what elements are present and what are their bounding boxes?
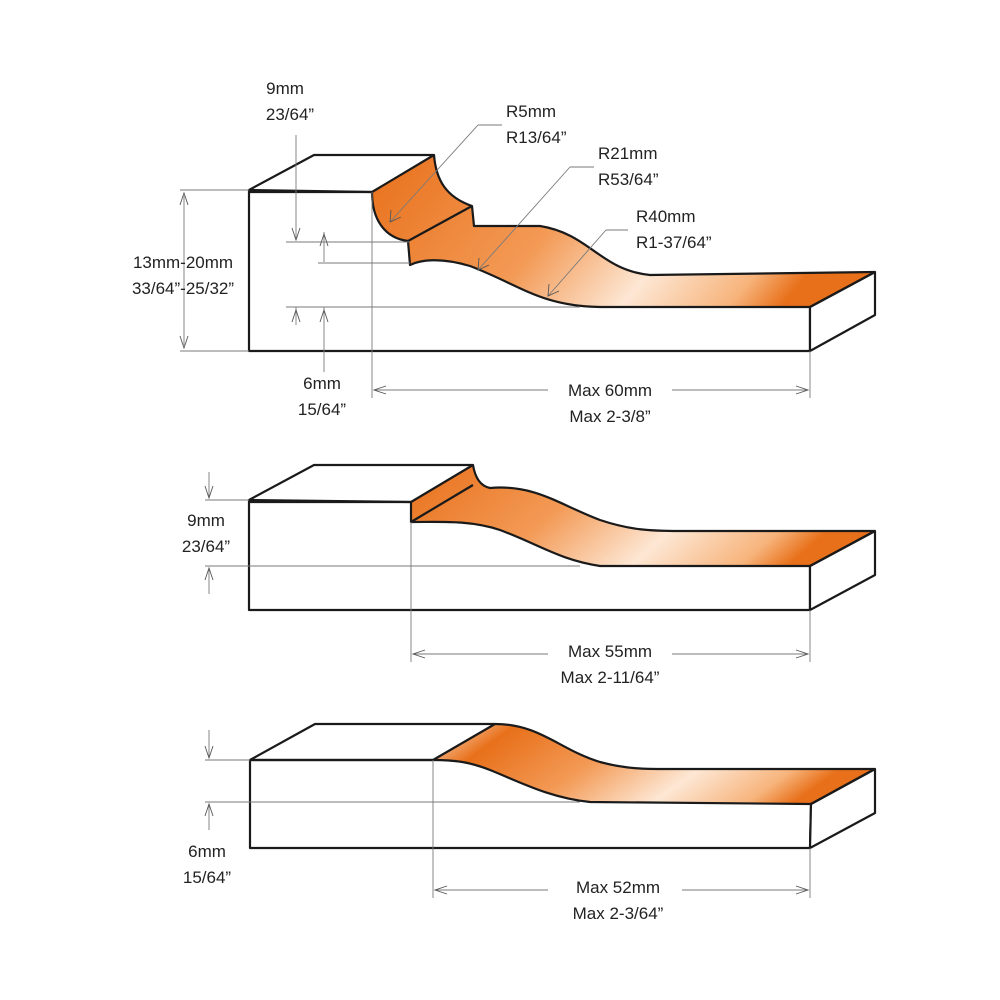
p1-radius-2-mm: R21mm xyxy=(598,144,658,163)
p3-depth-inch: 15/64” xyxy=(183,868,232,887)
p2-width-inch: Max 2-11/64” xyxy=(561,668,660,687)
p1-radius-1-mm: R5mm xyxy=(506,102,556,121)
p1-height-mm: 13mm-20mm xyxy=(133,253,233,272)
profile-3-front-outline xyxy=(248,758,813,850)
profile-2-top-edge xyxy=(471,464,875,533)
p1-radius-3-inch: R1-37/64” xyxy=(636,233,712,252)
p1-radius-1-inch: R13/64” xyxy=(506,128,567,147)
p1-depth-bottom-mm: 6mm xyxy=(303,374,341,393)
profile-2-surface xyxy=(411,465,875,566)
profile-1-front-outline xyxy=(247,190,812,353)
p3-width-mm: Max 52mm xyxy=(576,878,660,897)
profile-1: 9mm 23/64” 13mm-20mm 33/64”-25/32” 6mm 1… xyxy=(132,79,877,426)
profile-2-dimensions xyxy=(204,472,811,662)
profile-3-dimensions xyxy=(204,730,811,898)
profile-2-front-outline xyxy=(247,500,812,612)
p1-depth-top-inch: 23/64” xyxy=(266,105,315,124)
profile-1-top-edge xyxy=(432,154,876,277)
profile-1-dimensions xyxy=(179,124,811,398)
profile-1-step-edge xyxy=(407,205,473,242)
profile-2: 9mm 23/64” Max 55mm Max 2-11/64” xyxy=(182,463,877,687)
p1-height-inch: 33/64”-25/32” xyxy=(132,279,234,298)
profile-3-surface xyxy=(433,724,875,804)
p1-radius-2-inch: R53/64” xyxy=(598,170,659,189)
p1-radius-3-mm: R40mm xyxy=(636,207,696,226)
p1-width-mm: Max 60mm xyxy=(568,381,652,400)
profile-3-top-edge xyxy=(494,722,875,771)
p1-width-inch: Max 2-3/8” xyxy=(569,407,651,426)
profile-1-surface xyxy=(372,155,875,307)
p2-depth-mm: 9mm xyxy=(187,511,225,530)
p1-depth-top-mm: 9mm xyxy=(266,79,304,98)
p3-width-inch: Max 2-3/64” xyxy=(573,904,664,923)
p2-depth-inch: 23/64” xyxy=(182,537,231,556)
p3-depth-mm: 6mm xyxy=(188,842,226,861)
p1-depth-bottom-inch: 15/64” xyxy=(298,400,347,419)
p2-width-mm: Max 55mm xyxy=(568,642,652,661)
profile-3: 6mm 15/64” Max 52mm Max 2-3/64” xyxy=(183,722,877,923)
